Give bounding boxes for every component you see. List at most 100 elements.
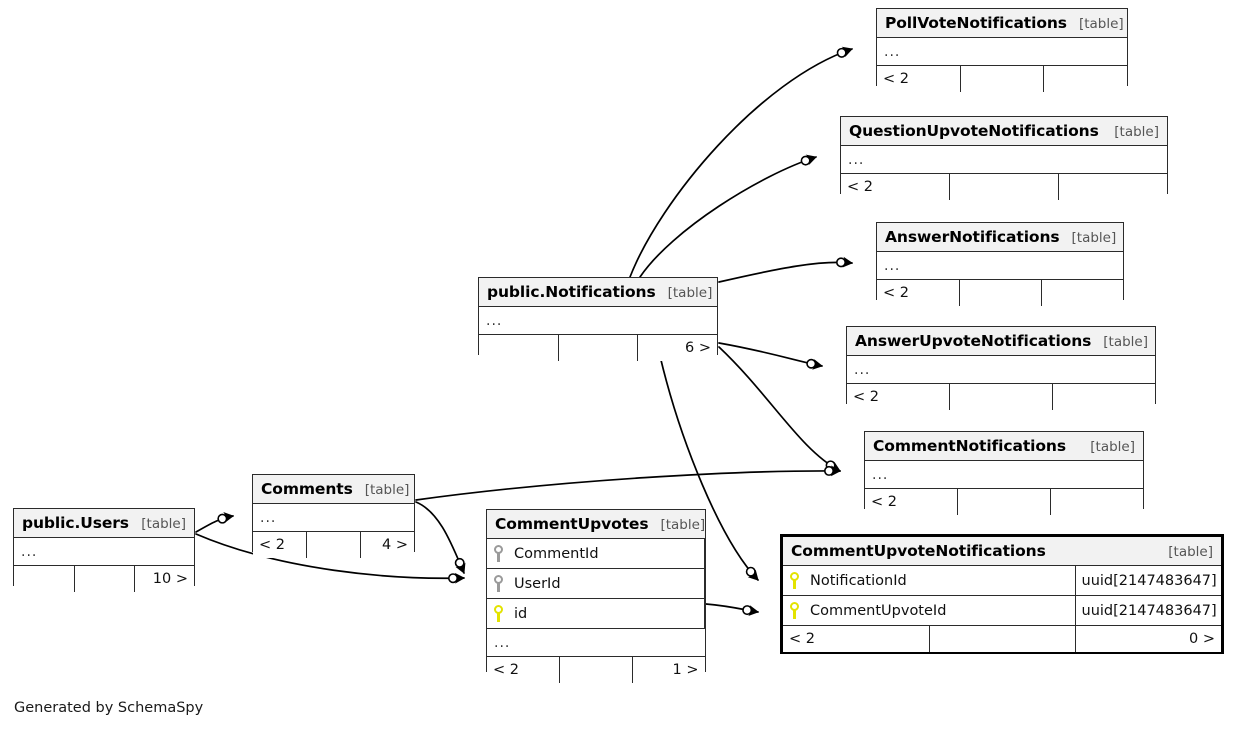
table-node-comments[interactable]: Comments [table]...< 2 4 > [252, 474, 415, 558]
footer-middle-cell [949, 173, 1059, 200]
hidden-columns-ellipsis: ... [865, 460, 1143, 489]
relationship-edge-commentupvotes-commentupvotenotifications [705, 603, 759, 616]
outgoing-relations-count: 10 > [133, 565, 194, 592]
table-name: Comments [261, 480, 353, 498]
table-type-tag: [table] [1090, 439, 1135, 455]
footer-middle-cell [557, 334, 639, 361]
footer-middle-cell [559, 656, 633, 683]
foreign-key-icon [493, 545, 504, 562]
primary-key-icon [789, 572, 800, 589]
cardinality-zero-marker [806, 358, 817, 369]
cardinality-zero-marker [745, 566, 756, 577]
table-type-tag: [table] [1114, 124, 1159, 140]
table-column-row[interactable]: id [487, 598, 705, 629]
table-footer-row: < 2 0 > [783, 625, 1221, 652]
relationship-edge-users-comments [195, 512, 234, 533]
outgoing-relations-count: 0 > [1074, 625, 1221, 652]
table-title-cell: public.Users [table] [14, 509, 194, 538]
table-name: public.Notifications [487, 283, 656, 301]
hidden-columns-ellipsis: ... [14, 537, 194, 566]
table-type-tag: [table] [141, 516, 186, 532]
table-name: AnswerNotifications [885, 228, 1060, 246]
table-node-notifications[interactable]: public.Notifications[table]...6 > [478, 277, 718, 361]
cardinality-zero-marker [217, 513, 228, 524]
table-node-answerupvotenotifications[interactable]: AnswerUpvoteNotifications[table]...< 2 [846, 326, 1156, 410]
table-footer-row: < 2 4 > [253, 531, 414, 558]
table-footer-row: < 2 [877, 65, 1127, 92]
table-type-tag: [table] [1103, 334, 1149, 350]
column-name-cell: id [487, 598, 705, 629]
table-type-tag: [table] [364, 482, 410, 498]
table-column-row[interactable]: NotificationId uuid[2147483647] [783, 565, 1221, 596]
table-title-cell: AnswerUpvoteNotifications [table] [847, 327, 1155, 356]
column-name-cell: CommentId [487, 538, 705, 569]
table-title-cell: CommentUpvotes[table] [487, 510, 705, 539]
table-name: CommentUpvoteNotifications [791, 542, 1046, 560]
relationship-edge-notifications-answerupvotenotifications [718, 342, 823, 370]
column-type-label: uuid[2147483647] [1074, 565, 1221, 596]
cardinality-zero-marker [448, 573, 459, 584]
incoming-relations-count: < 2 [783, 625, 930, 652]
table-title-cell: public.Notifications[table] [479, 278, 717, 307]
relationship-edge-notifications-pollvotenotifications [629, 46, 853, 278]
table-footer-row: < 2 [847, 383, 1155, 410]
relationship-edge-notifications-commentnotifications [718, 346, 841, 472]
table-name: CommentUpvotes [495, 515, 649, 533]
footer-middle-cell [959, 65, 1045, 92]
relationship-edge-notifications-answernotifications [718, 256, 853, 283]
table-type-tag: [table] [1078, 16, 1124, 32]
table-type-tag: [table] [1168, 544, 1213, 560]
relationship-edge-comments-commentupvotes [415, 501, 466, 574]
footer-middle-cell [949, 383, 1053, 410]
table-name: QuestionUpvoteNotifications [849, 122, 1099, 140]
table-title-cell: CommentNotifications [table] [865, 432, 1143, 461]
incoming-relations-count: < 2 [841, 173, 951, 200]
outgoing-relations-count [1057, 173, 1167, 200]
table-name: public.Users [22, 514, 129, 532]
incoming-relations-count [479, 334, 559, 361]
relationship-edge-notifications-questionupvotenotifications [639, 154, 817, 278]
primary-key-icon [789, 602, 800, 619]
hidden-columns-ellipsis: ... [253, 503, 414, 532]
table-node-commentupvotenotifications[interactable]: CommentUpvoteNotifications [table] Notific… [780, 534, 1224, 654]
table-node-commentnotifications[interactable]: CommentNotifications [table]...< 2 [864, 431, 1144, 515]
footer-middle-cell [958, 279, 1042, 306]
cardinality-zero-marker [800, 155, 811, 166]
relationship-edge-comments-commentnotifications [415, 465, 841, 501]
table-column-row[interactable]: UserId [487, 568, 705, 599]
cardinality-zero-marker [836, 257, 847, 268]
hidden-columns-ellipsis: ... [877, 37, 1127, 66]
column-name-label: CommentUpvoteId [810, 602, 947, 619]
hidden-columns-ellipsis: ... [877, 251, 1123, 280]
column-name-label: NotificationId [810, 572, 907, 589]
cardinality-zero-marker [742, 605, 753, 616]
column-name-cell: UserId [487, 568, 705, 599]
table-footer-row: < 2 [841, 173, 1167, 200]
hidden-columns-ellipsis: ... [487, 628, 705, 657]
outgoing-relations-count [1040, 279, 1123, 306]
table-node-answernotifications[interactable]: AnswerNotifications[table]...< 2 [876, 222, 1124, 306]
table-column-row[interactable]: CommentId [487, 538, 705, 569]
outgoing-relations-count: 6 > [637, 334, 717, 361]
incoming-relations-count: < 2 [865, 488, 959, 515]
table-footer-row: < 2 [865, 488, 1143, 515]
table-node-questionupvotenotifications[interactable]: QuestionUpvoteNotifications[table]...< 2 [840, 116, 1168, 200]
table-title-cell: PollVoteNotifications [table] [877, 9, 1127, 38]
table-node-pollvotenotifications[interactable]: PollVoteNotifications [table]...< 2 [876, 8, 1128, 92]
table-name: CommentNotifications [873, 437, 1066, 455]
outgoing-relations-count: 4 > [359, 531, 414, 558]
outgoing-relations-count [1043, 65, 1127, 92]
table-name: AnswerUpvoteNotifications [855, 332, 1092, 350]
incoming-relations-count: < 2 [253, 531, 308, 558]
table-node-users[interactable]: public.Users [table]...10 > [13, 508, 195, 592]
table-name: PollVoteNotifications [885, 14, 1067, 32]
table-footer-row: 6 > [479, 334, 717, 361]
footer-middle-cell [957, 488, 1051, 515]
cardinality-zero-marker [454, 557, 465, 568]
table-title-cell: CommentUpvoteNotifications [table] [783, 537, 1221, 566]
cardinality-zero-marker [836, 47, 847, 58]
table-footer-row: < 2 [877, 279, 1123, 306]
